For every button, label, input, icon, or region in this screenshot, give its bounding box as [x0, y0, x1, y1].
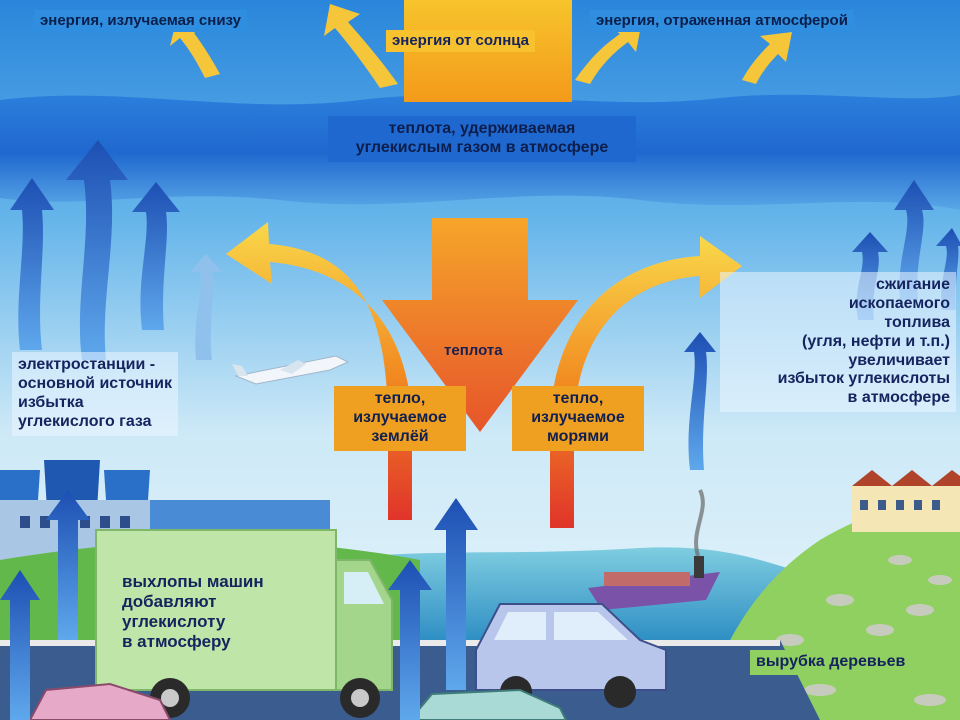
label-power-stations: электростанции - основной источник избыт…	[12, 352, 178, 436]
label-sea-heat: тепло, излучаемое морями	[512, 386, 644, 451]
label-fossil-fuel-line: избыток углекислоты	[777, 370, 950, 388]
label-reflected-energy: энергия, отраженная атмосферой	[590, 10, 854, 32]
reflected-energy-arrow-icon	[575, 20, 642, 84]
label-car-exhaust: выхлопы машин добавляют углекислоту в ат…	[122, 572, 264, 652]
reflected-energy-arrow-icon	[742, 32, 792, 84]
label-car-exhaust-line: добавляют	[122, 592, 217, 612]
car-icon	[28, 682, 172, 720]
label-car-exhaust-line: в атмосферу	[122, 632, 231, 652]
factory-icon	[852, 470, 960, 532]
sea-heat-arrow-icon	[550, 236, 742, 528]
label-fossil-fuel-line: ископаемого	[848, 294, 950, 312]
car-icon	[475, 603, 667, 708]
radiated-energy-arrow-icon	[324, 4, 398, 88]
earth-heat-arrow-icon	[226, 222, 412, 520]
label-sea-heat-line: морями	[547, 427, 609, 445]
heat-down-arrow-icon	[382, 218, 578, 432]
label-earth-heat-line: землёй	[371, 427, 429, 445]
label-earth-heat-line: излучаемое	[353, 408, 447, 426]
label-power-stations-line: основной источник	[18, 374, 172, 392]
label-earth-heat-line: тепло,	[374, 390, 426, 407]
label-fossil-fuel: сжигание ископаемого топлива (угля, нефт…	[720, 272, 956, 413]
label-sea-heat-line: тепло,	[552, 390, 604, 407]
label-car-exhaust-line: выхлопы машин	[122, 572, 264, 591]
label-solar-energy: энергия от солнца	[386, 30, 536, 52]
tree-stumps	[776, 555, 952, 706]
label-radiated-energy: энергия, излучаемая снизу	[34, 10, 247, 32]
power-station-emission-arrows	[10, 140, 222, 360]
label-fossil-fuel-line: топлива	[884, 313, 950, 331]
label-car-exhaust-line: углекислоту	[122, 612, 226, 632]
label-fossil-fuel-line: в атмосфере	[847, 389, 950, 407]
label-co2-layer: теплота, удерживаемая углекислым газом в…	[328, 116, 636, 162]
label-power-stations-line: электростанции -	[18, 356, 156, 373]
label-power-stations-line: углекислого газа	[18, 412, 152, 430]
label-co2-layer-line: углекислым газом в атмосфере	[355, 138, 609, 156]
exhaust-arrows	[0, 490, 478, 720]
label-heat: теплота	[444, 342, 503, 359]
label-co2-layer-line: теплота, удерживаемая	[388, 120, 576, 137]
label-power-stations-line: избытка	[18, 393, 84, 411]
label-fossil-fuel-line: (угля, нефти и т.п.)	[802, 332, 950, 350]
label-deforestation: вырубка деревьев	[750, 650, 912, 675]
car-icon	[408, 688, 568, 720]
truck-icon	[95, 529, 393, 718]
label-earth-heat: тепло, излучаемое землёй	[334, 386, 466, 451]
ship-icon	[588, 489, 720, 610]
airplane-icon	[232, 355, 350, 385]
label-fossil-fuel-line: сжигание	[875, 276, 950, 293]
label-sea-heat-line: излучаемое	[531, 408, 625, 426]
label-fossil-fuel-line: увеличивает	[848, 351, 950, 369]
